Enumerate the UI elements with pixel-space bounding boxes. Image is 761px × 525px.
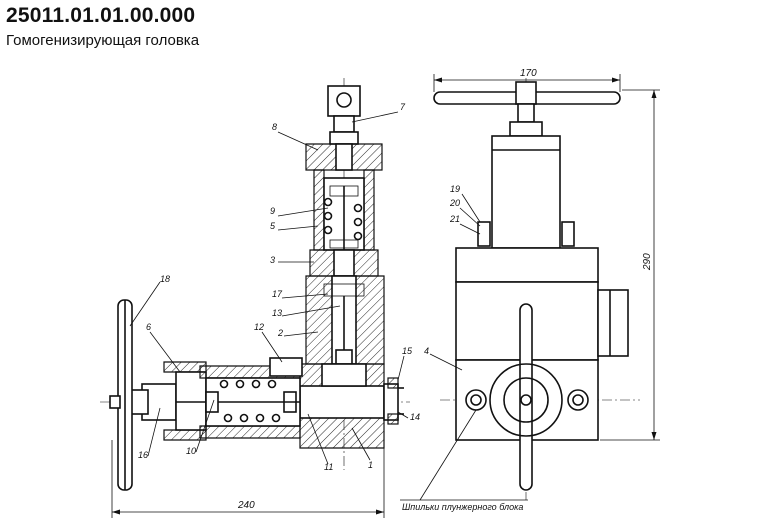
stud-note: Шпильки плунжерного блока — [400, 409, 528, 512]
callout-9: 9 — [270, 206, 275, 216]
callout-7: 7 — [400, 102, 406, 112]
callout-15: 15 — [402, 346, 413, 356]
callout-12: 12 — [254, 322, 264, 332]
section-view — [100, 78, 410, 491]
callout-14: 14 — [410, 412, 420, 422]
dimension-290-label: 290 — [642, 253, 653, 271]
callout-18: 18 — [160, 274, 170, 284]
stud-note-label: Шпильки плунжерного блока — [402, 502, 523, 512]
callout-6: 6 — [146, 322, 151, 332]
callout-8: 8 — [272, 122, 277, 132]
callouts-left: 7 8 9 5 3 17 13 2 12 6 18 16 10 11 1 15 — [129, 102, 420, 472]
dimension-290: 290 — [600, 89, 660, 441]
dimension-240: 240 — [111, 440, 385, 518]
spring-left — [323, 197, 363, 241]
dimension-240-label: 240 — [237, 500, 255, 511]
callout-5: 5 — [270, 221, 276, 231]
callout-4: 4 — [424, 346, 429, 356]
callout-1: 1 — [368, 460, 373, 470]
front-view — [433, 78, 640, 500]
dimension-170-label: 170 — [520, 68, 537, 79]
dimension-170: 170 — [433, 68, 621, 92]
callout-20: 20 — [449, 198, 460, 208]
callout-17: 17 — [272, 289, 283, 299]
callout-16: 16 — [138, 450, 148, 460]
callouts-right: 19 20 21 4 — [424, 184, 481, 371]
callout-21: 21 — [449, 214, 460, 224]
callout-19: 19 — [450, 184, 460, 194]
spring-horizontal — [219, 379, 281, 423]
callout-11: 11 — [324, 462, 333, 472]
vertical-handle — [519, 303, 533, 491]
drawing-title: Гомогенизирующая головка — [6, 32, 200, 49]
callout-10: 10 — [186, 446, 196, 456]
top-nut — [327, 85, 361, 117]
callout-3: 3 — [270, 255, 275, 265]
callout-13: 13 — [272, 308, 282, 318]
callout-2: 2 — [277, 328, 283, 338]
drawing-number: 25011.01.01.00.000 — [6, 4, 196, 27]
